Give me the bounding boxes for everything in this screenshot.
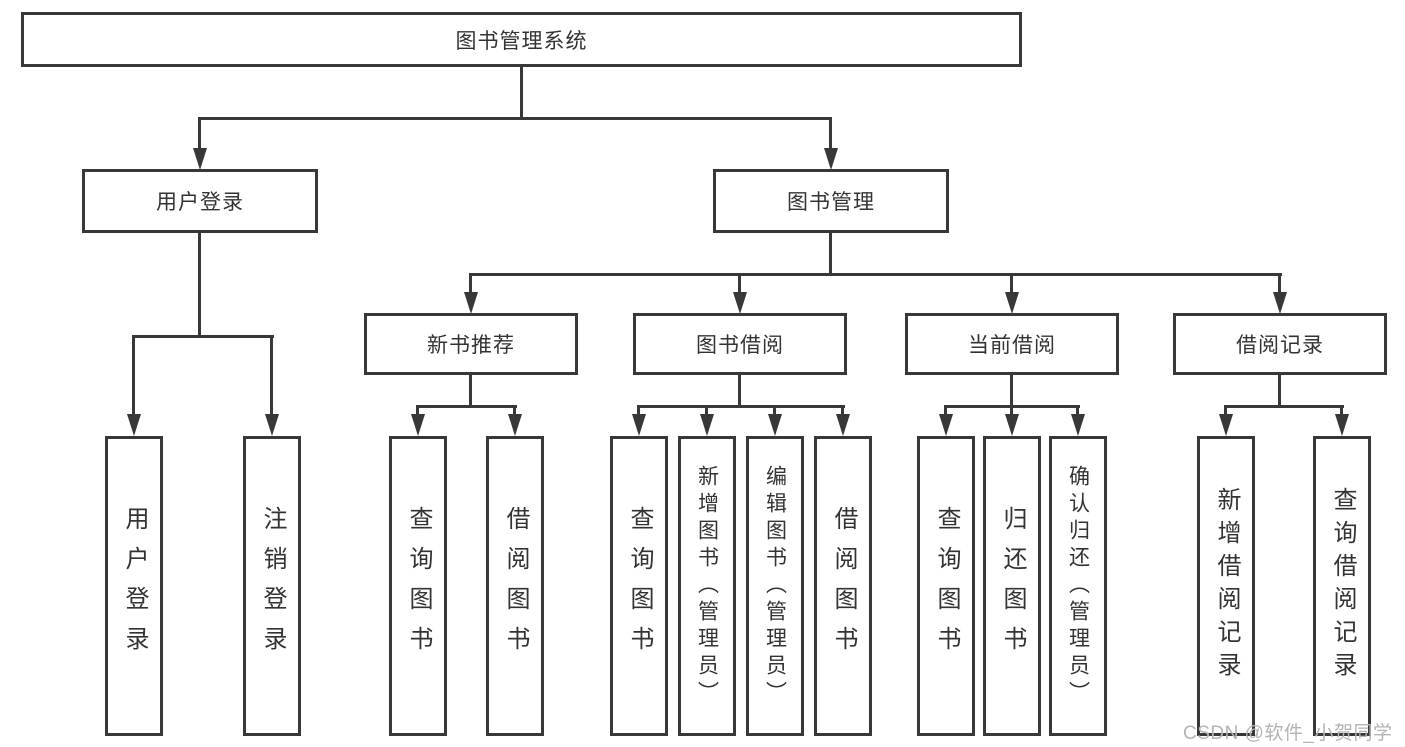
leaf-cb-confirm-return-admin: 确认归还（管理员） <box>1049 436 1107 736</box>
leaf-bb-query-books-label: 查询图书 <box>626 506 653 666</box>
leaf-cb-confirm-return-admin-label: 确认归还（管理员） <box>1066 464 1090 708</box>
arrow-to-user-login <box>193 148 207 170</box>
connector-root-stem <box>520 67 523 118</box>
node-user-login: 用户登录 <box>82 169 318 233</box>
arrow-to-leaf-br-query <box>1335 414 1349 436</box>
connector-leaf-stub <box>1340 405 1343 416</box>
leaf-user-login-label: 用户登录 <box>121 506 148 666</box>
arrow-to-leaf-user-login <box>127 414 141 436</box>
connector-bb-bar <box>637 405 845 408</box>
node-user-login-label: 用户登录 <box>156 191 244 214</box>
arrow-to-leaf-br-add <box>1219 414 1233 436</box>
node-book-management-label: 图书管理 <box>787 191 875 214</box>
leaf-bb-query-books: 查询图书 <box>610 436 668 736</box>
connector-leaf-stub <box>637 405 640 416</box>
arrow-to-leaf-bb-add <box>700 414 714 436</box>
arrow-to-leaf-logout <box>265 414 279 436</box>
leaf-nb-query-books: 查询图书 <box>389 436 447 736</box>
leaf-logout: 注销登录 <box>243 436 301 736</box>
arrow-to-book-borrow <box>733 292 747 314</box>
node-new-book-recommend: 新书推荐 <box>364 313 578 375</box>
leaf-logout-label: 注销登录 <box>259 506 286 666</box>
connector-user-login-bar <box>132 335 274 338</box>
connector-leaf-stub <box>773 405 776 416</box>
arrow-to-leaf-cb-query <box>939 414 953 436</box>
connector-leaf-stub <box>944 405 947 416</box>
connector-l2-stub-right <box>829 117 832 150</box>
leaf-bb-edit-books-admin-label: 编辑图书（管理员） <box>763 464 787 708</box>
arrow-to-leaf-cb-confirm <box>1071 414 1085 436</box>
connector-br-stem <box>1278 375 1281 405</box>
connector-l2-bar <box>198 117 832 120</box>
connector-leaf-stub <box>513 405 516 416</box>
arrow-to-leaf-cb-return <box>1005 414 1019 436</box>
node-borrow-records-label: 借阅记录 <box>1236 334 1324 357</box>
leaf-bb-edit-books-admin: 编辑图书（管理员） <box>746 436 804 736</box>
leaf-bb-add-books-admin: 新增图书（管理员） <box>678 436 736 736</box>
leaf-cb-return-books-label: 归还图书 <box>999 506 1026 666</box>
arrow-to-leaf-bb-query <box>632 414 646 436</box>
leaf-br-query-record: 查询借阅记录 <box>1313 436 1371 736</box>
connector-l3-stub-3 <box>1010 273 1013 292</box>
connector-bb-stem <box>738 375 741 405</box>
leaf-br-add-record-label: 新增借阅记录 <box>1213 487 1240 685</box>
csdn-watermark: CSDN @软件_小贺同学 <box>1183 723 1393 744</box>
leaf-nb-query-books-label: 查询图书 <box>405 506 432 666</box>
arrow-to-leaf-nb-query <box>411 414 425 436</box>
connector-l2-stub-left <box>198 117 201 150</box>
connector-user-login-stem <box>198 233 201 335</box>
node-current-borrow: 当前借阅 <box>905 313 1119 375</box>
connector-l3-stub-4 <box>1278 273 1281 292</box>
connector-br-bar <box>1224 405 1344 408</box>
leaf-cb-query-books: 查询图书 <box>917 436 975 736</box>
leaf-user-login: 用户登录 <box>105 436 163 736</box>
connector-l3-stub-1 <box>469 273 472 292</box>
connector-leaf-stub <box>841 405 844 416</box>
arrow-to-borrow-records <box>1273 292 1287 314</box>
node-book-management: 图书管理 <box>713 169 949 233</box>
connector-cb-stem <box>1010 375 1013 405</box>
connector-leaf-stub <box>1076 405 1079 416</box>
connector-leaf-stub <box>705 405 708 416</box>
node-new-book-recommend-label: 新书推荐 <box>427 334 515 357</box>
arrow-to-current-borrow <box>1005 292 1019 314</box>
arrow-to-book-management <box>824 148 838 170</box>
leaf-br-add-record: 新增借阅记录 <box>1197 436 1255 736</box>
connector-l3-stub-2 <box>738 273 741 292</box>
arrow-to-new-book-recommend <box>464 292 478 314</box>
leaf-br-query-record-label: 查询借阅记录 <box>1329 487 1356 685</box>
connector-leaf-stub <box>1224 405 1227 416</box>
connector-user-login-stub-2 <box>270 335 273 414</box>
arrow-to-leaf-bb-edit <box>768 414 782 436</box>
connector-leaf-stub <box>416 405 419 416</box>
connector-leaf-stub <box>1010 405 1013 416</box>
node-root-label: 图书管理系统 <box>455 29 588 53</box>
leaf-bb-add-books-admin-label: 新增图书（管理员） <box>695 464 719 708</box>
node-current-borrow-label: 当前借阅 <box>968 334 1056 357</box>
connector-user-login-stub-1 <box>132 335 135 414</box>
connector-nb-stem <box>469 375 472 405</box>
leaf-nb-borrow-books: 借阅图书 <box>486 436 544 736</box>
arrow-to-leaf-bb-borrow <box>836 414 850 436</box>
connector-nb-bar <box>416 405 517 408</box>
node-borrow-records: 借阅记录 <box>1173 313 1387 375</box>
leaf-bb-borrow-books: 借阅图书 <box>814 436 872 736</box>
leaf-nb-borrow-books-label: 借阅图书 <box>502 506 529 666</box>
leaf-cb-query-books-label: 查询图书 <box>933 506 960 666</box>
node-book-borrow: 图书借阅 <box>633 313 847 375</box>
node-root: 图书管理系统 <box>21 12 1022 67</box>
leaf-cb-return-books: 归还图书 <box>983 436 1041 736</box>
leaf-bb-borrow-books-label: 借阅图书 <box>830 506 857 666</box>
connector-l3-bar <box>469 273 1282 276</box>
arrow-to-leaf-nb-borrow <box>508 414 522 436</box>
connector-book-mgmt-stem <box>829 233 832 273</box>
node-book-borrow-label: 图书借阅 <box>696 334 784 357</box>
